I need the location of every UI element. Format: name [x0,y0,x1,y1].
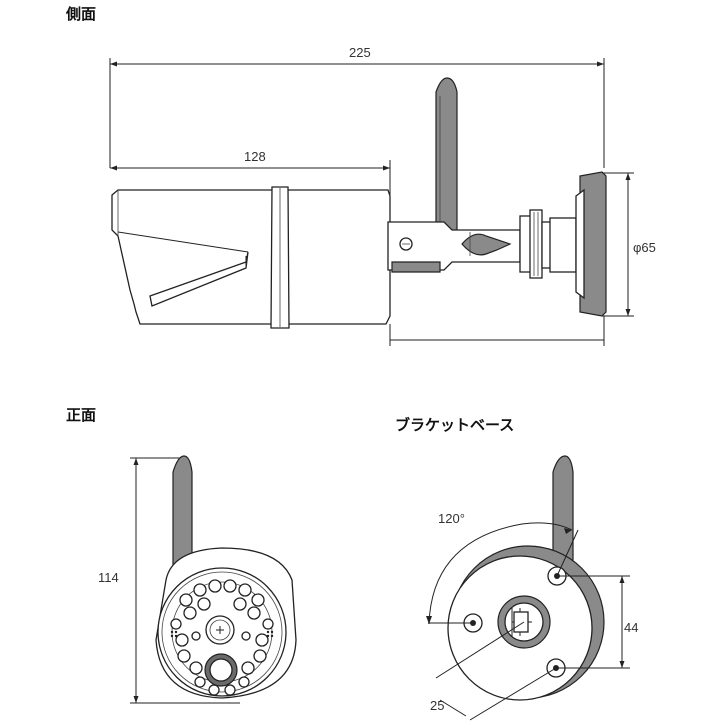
bracket-base-heading: ブラケットベース [395,416,515,434]
adjust-knob [461,233,512,256]
dim-angle: 120° [438,511,465,526]
dim-hole-spacing: 44 [624,620,638,635]
wall-base-side [579,171,607,317]
dim-front-height: 114 [98,570,119,585]
front-view-heading: 正面 [66,406,97,424]
side-view: 225 128 [109,45,656,346]
antenna-side [435,77,458,237]
ir-led-ring [170,579,274,696]
dim-total-length: 225 [349,45,371,60]
side-view-heading: 側面 [66,5,97,23]
front-view: 114 [98,455,297,704]
dim-body-length: 128 [244,149,266,164]
dim-hole-offset: 25 [430,698,444,713]
bracket-base-view: 120° 44 25 [426,455,638,721]
antenna-bracket [552,455,574,571]
dim-base-diameter: φ65 [633,240,656,255]
